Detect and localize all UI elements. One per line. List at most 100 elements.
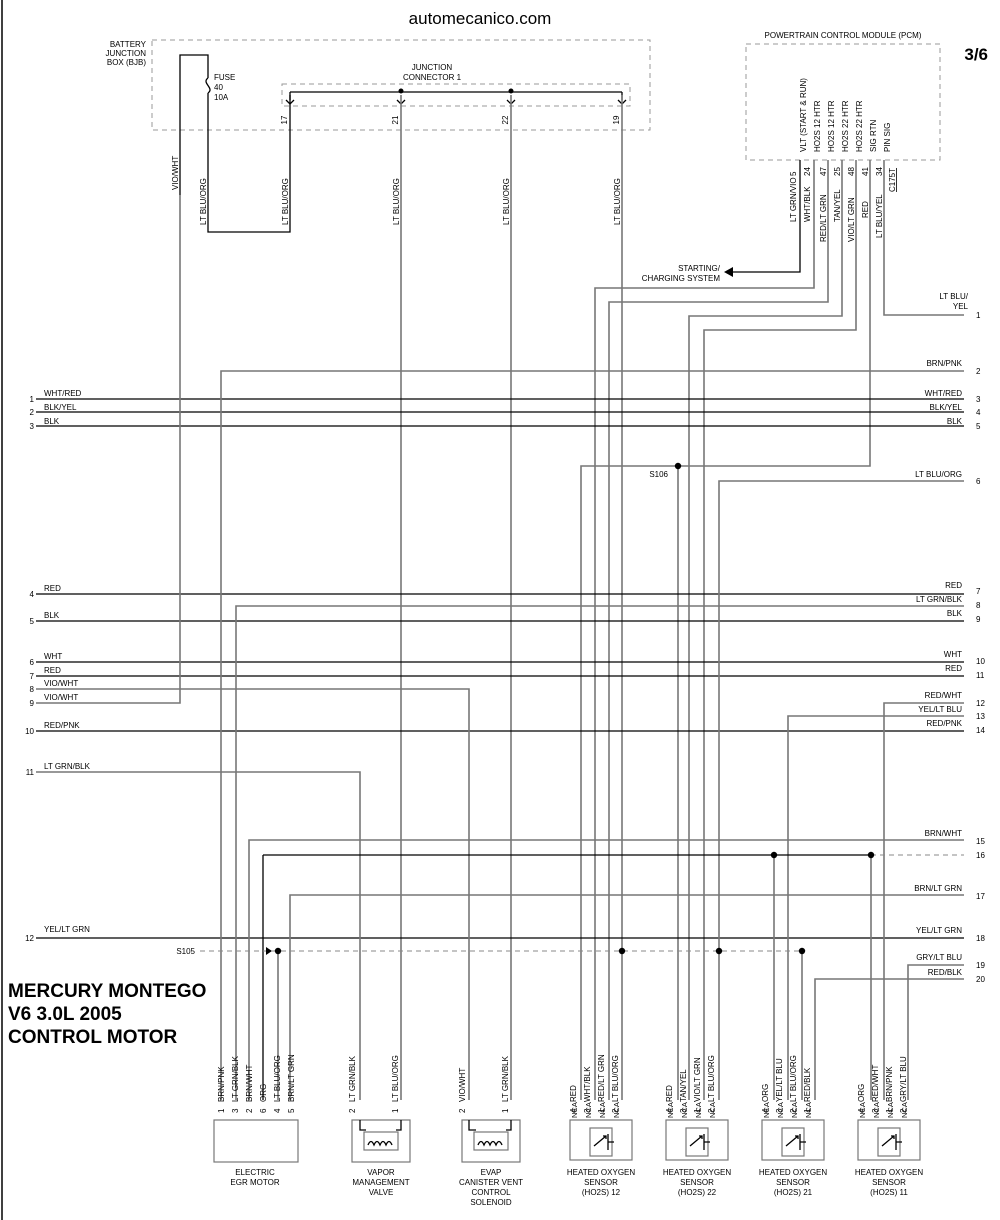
wire-yel-lt-blu [787,715,964,1100]
svg-text:SENSOR: SENSOR [680,1178,714,1187]
svg-text:7: 7 [30,672,35,681]
wire-label-lt-blu-org: LT BLU/ORG [281,178,290,225]
bjb-label-1: BATTERY [110,40,147,49]
pcm-pin-number: 41 [861,167,870,176]
splice-s106-dot [674,462,682,470]
svg-text:WHT/RED: WHT/RED [44,389,82,398]
pcm-wire-color: TAN/YEL [833,189,842,222]
svg-text:YEL/LT BLU: YEL/LT BLU [918,705,962,714]
svg-text:GRY/LT BLU: GRY/LT BLU [916,953,962,962]
svg-text:VAPOR: VAPOR [367,1168,395,1177]
svg-text:YEL/LT GRN: YEL/LT GRN [916,926,962,935]
fuse-feed-wire [179,54,209,195]
svg-text:19: 19 [976,961,985,970]
pin-chevron [285,99,295,105]
svg-text:2: 2 [458,1108,467,1113]
junction-pin-17: 17 [280,115,289,124]
svg-text:NCA: NCA [666,1102,675,1118]
heated-oxygen-sensor-21: 4 ORG 3 YEL/LT BLU 2 LT BLU/ORG 1 RED/BL… [759,1055,828,1197]
svg-text:WHT/RED: WHT/RED [925,389,963,398]
svg-text:4: 4 [569,1108,578,1113]
wire-lt-blu-yel [883,160,964,316]
powertrain-control-module: POWERTRAIN CONTROL MODULE (PCM) VLT (STA… [745,31,941,242]
pcm-wire-color: RED/LT GRN [819,194,828,242]
egr-label-1: ELECTRIC [235,1168,275,1177]
svg-text:3: 3 [871,1108,880,1113]
svg-text:RED/PNK: RED/PNK [926,719,962,728]
svg-text:1: 1 [30,395,35,404]
svg-text:3: 3 [775,1108,784,1113]
svg-text:3: 3 [231,1108,240,1113]
svg-text:5: 5 [30,617,35,626]
svg-text:SENSOR: SENSOR [776,1178,810,1187]
wire-label-lt-blu-org: LT BLU/ORG [199,178,208,225]
svg-text:CANISTER VENT: CANISTER VENT [459,1178,523,1187]
svg-text:RED: RED [44,666,61,675]
svg-text:VIO/WHT: VIO/WHT [458,1068,467,1102]
svg-text:(HO2S) 22: (HO2S) 22 [678,1188,717,1197]
svg-text:2: 2 [707,1108,716,1113]
svg-text:YEL: YEL [953,302,969,311]
wire-label-lt-blu-org: LT BLU/ORG [502,178,511,225]
svg-text:16: 16 [976,851,985,860]
pcm-wire-color: RED [861,201,870,218]
svg-text:BLK: BLK [947,609,963,618]
pcm-connector-id: C175T [888,168,897,192]
svg-text:RED: RED [44,584,61,593]
svg-text:MANAGEMENT: MANAGEMENT [352,1178,409,1187]
splice-dot [770,851,778,859]
arrow-left-icon [724,267,733,277]
wire-brn-wht [248,839,964,1100]
svg-text:(HO2S) 21: (HO2S) 21 [774,1188,813,1197]
title-line-1: MERCURY MONTEGO [8,981,206,1002]
pcm-wire-color: LT GRN/VIO [789,177,798,222]
junction-pin-21: 21 [391,115,400,124]
title-line-3: CONTROL MOTOR [8,1027,178,1048]
through-wires [36,195,964,1100]
svg-text:4: 4 [273,1108,282,1113]
svg-text:12: 12 [976,699,985,708]
heated-oxygen-sensor-22: 4 RED 3 TAN/YEL 1 VIO/LT GRN 2 LT BLU/OR… [663,1055,732,1197]
svg-text:EVAP: EVAP [481,1168,502,1177]
svg-text:LT BLU/ORG: LT BLU/ORG [391,1055,400,1102]
svg-text:LT BLU/ORG: LT BLU/ORG [789,1055,798,1102]
svg-text:4: 4 [857,1108,866,1113]
svg-text:NCA: NCA [886,1102,895,1118]
svg-text:WHT: WHT [944,650,962,659]
svg-text:2: 2 [348,1108,357,1113]
svg-text:NCA: NCA [598,1102,607,1118]
pcm-pin-name: HO2S 22 HTR [855,100,864,152]
svg-text:VIO/LT GRN: VIO/LT GRN [693,1057,702,1102]
svg-text:HEATED OXYGEN: HEATED OXYGEN [663,1168,732,1177]
svg-text:3: 3 [30,422,35,431]
svg-text:ORG: ORG [259,1084,268,1102]
wire-wht-blk [594,160,815,1100]
wire-lt-blu-org-right [718,480,964,1100]
svg-text:14: 14 [976,726,985,735]
svg-text:17: 17 [976,892,985,901]
svg-text:BLK: BLK [947,417,963,426]
wire-red-s106 [677,160,871,1100]
wire-label-lt-blu-org: LT BLU/ORG [613,178,622,225]
svg-text:BRN/PNK: BRN/PNK [885,1066,894,1102]
sensor-icon [689,1135,703,1147]
svg-text:2: 2 [245,1108,254,1113]
svg-text:1: 1 [501,1108,510,1113]
svg-text:BRN/WHT: BRN/WHT [245,1065,254,1102]
svg-text:9: 9 [30,699,35,708]
svg-text:RED/BLK: RED/BLK [928,968,963,977]
junction-label-1: JUNCTION [412,63,453,72]
svg-text:BLK: BLK [44,417,60,426]
svg-text:CONTROL: CONTROL [471,1188,511,1197]
pcm-pin-number: 5 [789,171,798,176]
svg-text:3: 3 [583,1108,592,1113]
wire-vio-wht-bjb [36,195,181,704]
wire-lt-grn-blk-vmv [36,771,361,1100]
svg-text:LT BLU/ORG: LT BLU/ORG [707,1055,716,1102]
svg-text:11: 11 [976,671,985,680]
svg-text:4: 4 [976,408,981,417]
svg-text:ORG: ORG [761,1084,770,1102]
splice-s105-label: S105 [176,947,195,956]
svg-text:NCA: NCA [804,1102,813,1118]
